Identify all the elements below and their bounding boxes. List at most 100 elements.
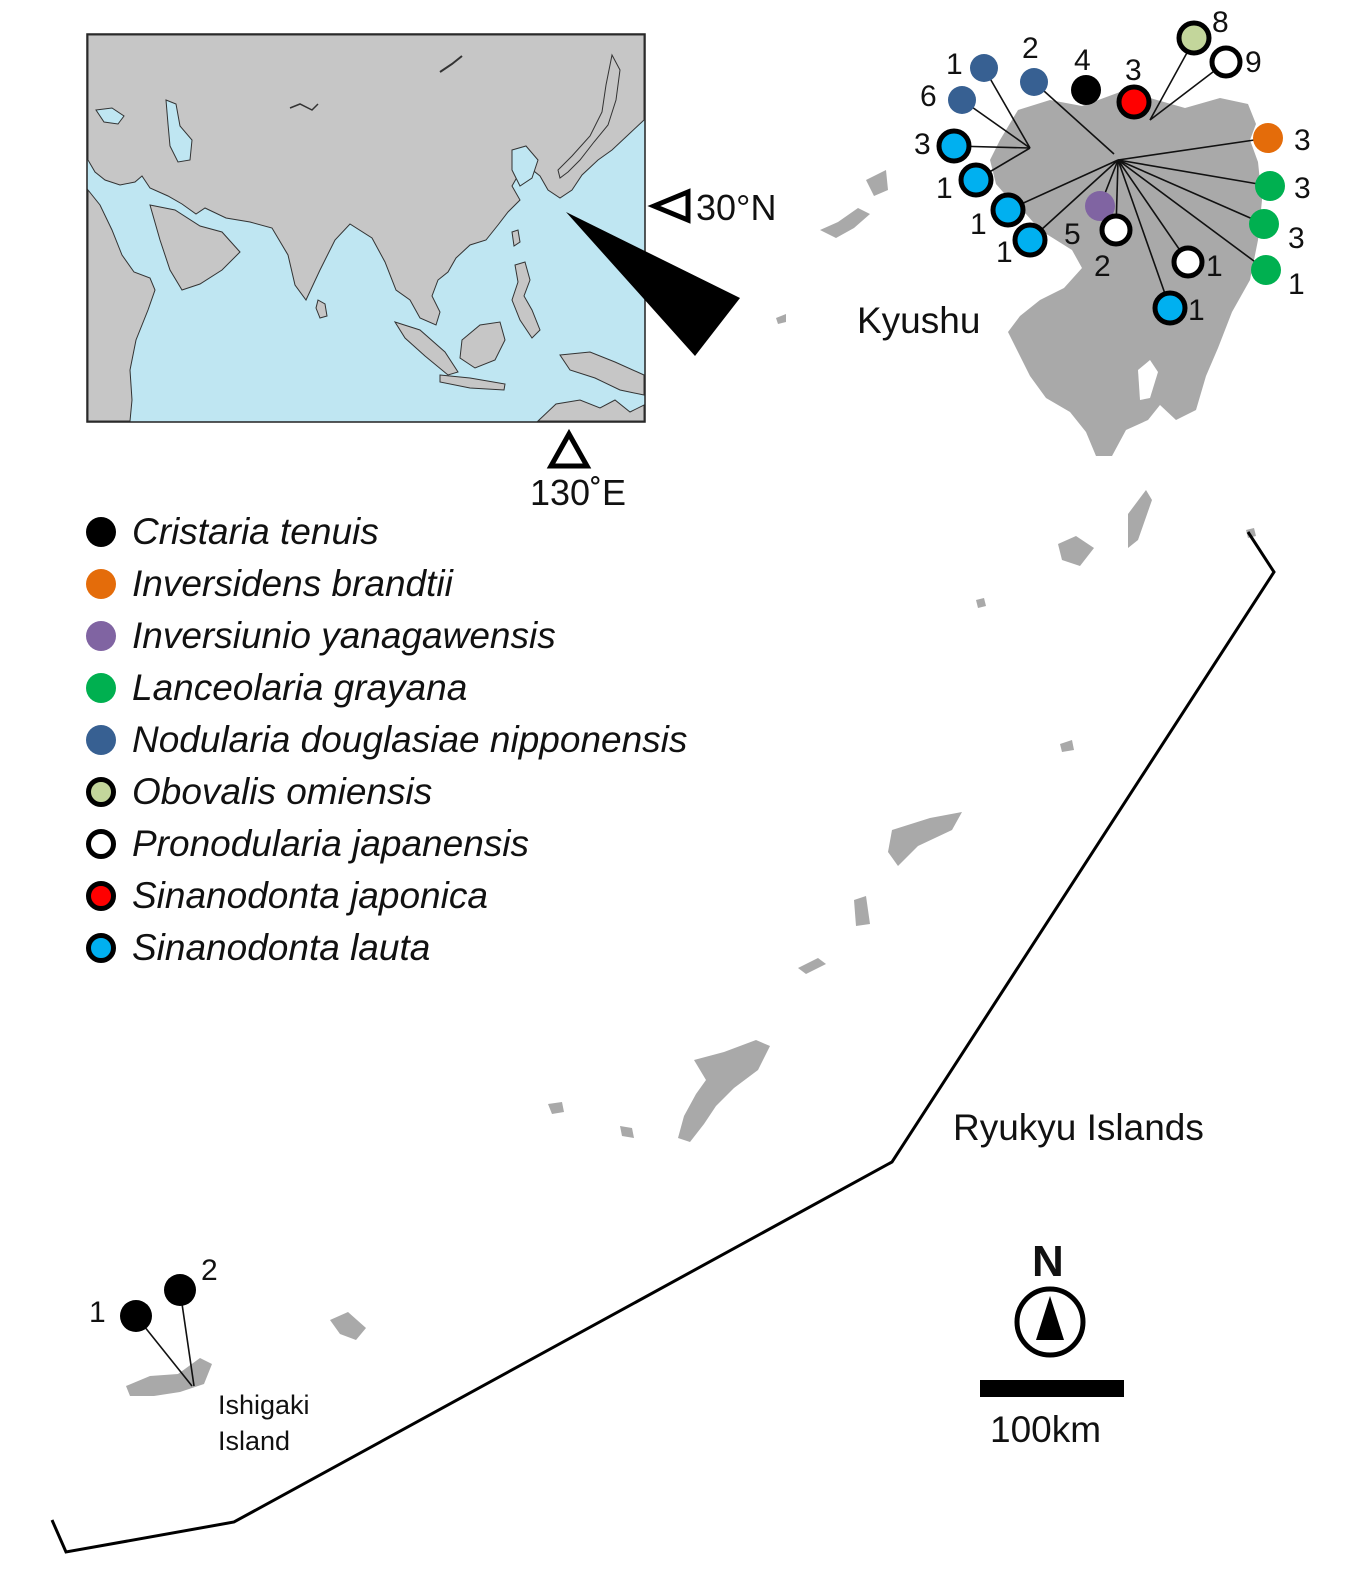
site-marker[interactable] (970, 54, 998, 82)
leader-line (1033, 81, 1115, 155)
site-marker[interactable] (990, 192, 1026, 228)
kyushu-label: Kyushu (857, 300, 980, 341)
legend-item: Inversiunio yanagawensis (86, 610, 687, 662)
site-marker[interactable] (1255, 171, 1285, 201)
kyushu-west-islands (820, 170, 888, 238)
site-count-label: 9 (1245, 46, 1262, 79)
legend-label: Sinanodonta japonica (132, 875, 488, 916)
north-arrowhead-icon (1036, 1296, 1064, 1340)
legend-swatch-icon (86, 829, 116, 859)
site-count-label: 1 (89, 1296, 106, 1329)
site-marker[interactable] (1176, 20, 1212, 56)
inset-black-sea (95, 107, 125, 125)
inset-sumatra (393, 321, 459, 376)
inset-africa (87, 188, 156, 422)
site-marker[interactable] (948, 86, 976, 114)
site-markers (120, 20, 1285, 1332)
inset-japan (557, 53, 621, 179)
legend-item: Obovalis omiensis (86, 766, 687, 818)
site-marker[interactable] (958, 162, 994, 198)
legend-swatch-icon (86, 673, 116, 703)
leader-line (1117, 159, 1265, 225)
legend-item: Nodularia douglasiae nipponensis (86, 714, 687, 766)
site-count-label: 3 (1288, 222, 1305, 255)
legend-item: Sinanodonta japonica (86, 870, 687, 922)
site-marker[interactable] (1171, 245, 1205, 279)
site-marker[interactable] (1251, 255, 1281, 285)
legend-item: Cristaria tenuis (86, 506, 687, 558)
inset-australia (536, 399, 645, 422)
site-count-label: 1 (970, 208, 987, 241)
legend-swatch-icon (86, 517, 116, 547)
site-count-label: 8 (1212, 6, 1229, 39)
leader-line (1117, 159, 1189, 263)
legend-item: Lanceolaria grayana (86, 662, 687, 714)
site-count-label: 2 (1094, 250, 1111, 283)
north-arrow: N (1014, 1237, 1086, 1358)
legend-swatch-icon (86, 621, 116, 651)
site-marker[interactable] (1209, 45, 1243, 79)
legend-label: Inversidens brandtii (132, 563, 453, 604)
north-arrow-label: N (1032, 1237, 1064, 1286)
site-count-label: 1 (936, 172, 953, 205)
site-marker[interactable] (1020, 68, 1048, 96)
site-count-label: 1 (946, 48, 963, 81)
leader-line (1029, 159, 1119, 241)
inset-yellow-sea (511, 145, 539, 187)
satsuma-islands (1058, 490, 1152, 566)
legend-swatch-icon (86, 933, 116, 963)
legend-label: Cristaria tenuis (132, 511, 379, 552)
site-marker[interactable] (1099, 213, 1133, 247)
site-marker[interactable] (1085, 191, 1115, 221)
site-marker[interactable] (1249, 209, 1279, 239)
boundary-line (50, 531, 1276, 1554)
site-marker[interactable] (120, 1300, 152, 1332)
site-marker[interactable] (1116, 84, 1152, 120)
site-count-label: 3 (1294, 172, 1311, 205)
site-count-label: 4 (1074, 44, 1091, 77)
latitude-label: 30°N (696, 187, 776, 228)
legend-label: Pronodularia japanensis (132, 823, 529, 864)
site-marker[interactable] (1071, 75, 1101, 105)
site-count-label: 1 (1188, 294, 1205, 327)
kyushu-landmass (990, 92, 1262, 456)
site-marker[interactable] (1152, 290, 1188, 326)
latitude-marker-icon (647, 188, 691, 224)
longitude-marker-icon (546, 428, 592, 469)
site-count-label: 1 (996, 236, 1013, 269)
site-marker[interactable] (164, 1274, 196, 1306)
site-marker[interactable] (936, 128, 972, 164)
legend-swatch-icon (86, 725, 116, 755)
site-marker[interactable] (1253, 123, 1283, 153)
inset-taiwan (511, 229, 521, 247)
leader-line (1117, 159, 1267, 271)
legend-swatch-icon (86, 777, 116, 807)
scale-bar (980, 1380, 1124, 1397)
site-count-label: 1 (1206, 250, 1223, 283)
inset-philippines (511, 261, 541, 339)
inset-java (439, 374, 506, 391)
site-count-label: 3 (914, 128, 931, 161)
leader-line (1117, 159, 1171, 309)
inset-asia-landmass (87, 34, 645, 326)
inset-map (86, 33, 646, 423)
legend-label: Nodularia douglasiae nipponensis (132, 719, 688, 760)
site-count-label: 6 (920, 80, 937, 113)
site-count-label: 3 (1294, 124, 1311, 157)
legend-item: Inversidens brandtii (86, 558, 687, 610)
inset-sri-lanka (315, 299, 328, 319)
site-count-label: 5 (1064, 218, 1081, 251)
ishigaki-label-line1: Ishigaki (218, 1390, 310, 1420)
inset-caspian-sea (165, 99, 193, 163)
legend-label: Lanceolaria grayana (132, 667, 468, 708)
site-marker[interactable] (1012, 222, 1048, 258)
leader-line (179, 1289, 195, 1387)
inset-arabia (149, 204, 241, 291)
site-count-label: 2 (201, 1254, 218, 1287)
inset-borneo (459, 321, 506, 369)
scale-bar-label: 100km (990, 1409, 1101, 1450)
legend-swatch-icon (86, 569, 116, 599)
ryukyu-islands-label: Ryukyu Islands (953, 1107, 1204, 1148)
inset-lake-balkhash (289, 103, 319, 111)
